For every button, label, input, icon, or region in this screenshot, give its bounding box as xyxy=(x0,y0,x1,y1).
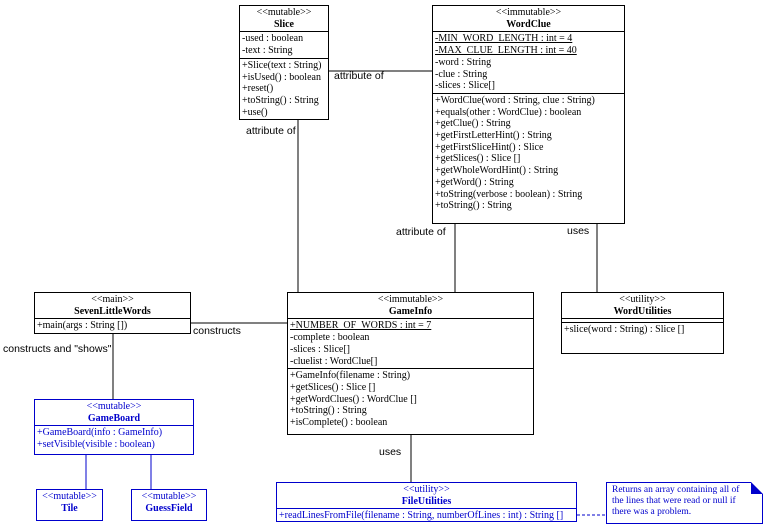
label-wordclue-wordutilities: uses xyxy=(567,225,590,237)
note-readlines[interactable]: Returns an array containing all of the l… xyxy=(606,482,763,524)
operation: +getSlices() : Slice [] xyxy=(290,381,376,393)
operation: +main(args : String []) xyxy=(37,320,128,332)
class-header: <<mutable>> Tile xyxy=(37,490,102,515)
attributes xyxy=(562,318,723,322)
operations: +Slice(text : String) +isUsed() : boolea… xyxy=(240,57,328,119)
attribute: -complete : boolean xyxy=(290,332,370,344)
label-slice-wordclue: attribute of xyxy=(334,70,384,82)
class-tile[interactable]: <<mutable>> Tile xyxy=(36,489,103,521)
label-main-gameboard: constructs and "shows" xyxy=(3,343,112,355)
note-text: Returns an array containing all of the l… xyxy=(612,485,740,517)
class-name: FileUtilities xyxy=(401,495,452,507)
operation: +toString() : String xyxy=(242,94,319,106)
class-header: <<utility>> FileUtilities xyxy=(277,483,576,508)
attribute: +NUMBER_OF_WORDS : int = 7 xyxy=(290,320,432,332)
operation: +toString(verbose : boolean) : String xyxy=(435,188,583,200)
stereotype: <<immutable>> xyxy=(495,7,562,18)
operation: +getWholeWordHint() : String xyxy=(435,165,559,177)
operation: +getClue() : String xyxy=(435,118,511,130)
class-header: <<main>> SevenLittleWords xyxy=(35,293,190,318)
stereotype: <<mutable>> xyxy=(86,401,142,412)
attributes: +NUMBER_OF_WORDS : int = 7 -complete : b… xyxy=(288,318,533,368)
operation: +GameBoard(info : GameInfo) xyxy=(37,427,163,439)
note-fold-icon xyxy=(751,482,763,494)
class-header: <<utility>> WordUtilities xyxy=(562,293,723,318)
attributes: -MIN_WORD_LENGTH : int = 4 -MAX_CLUE_LEN… xyxy=(433,31,624,93)
operation: +slice(word : String) : Slice [] xyxy=(564,324,685,336)
stereotype: <<immutable>> xyxy=(377,294,444,305)
class-fileutilities[interactable]: <<utility>> FileUtilities +readLinesFrom… xyxy=(276,482,577,522)
class-header: <<mutable>> GuessField xyxy=(132,490,206,515)
class-header: <<immutable>> WordClue xyxy=(433,6,624,31)
operation: +GameInfo(filename : String) xyxy=(290,370,411,382)
operation: +readLinesFromFile(filename : String, nu… xyxy=(279,510,564,522)
operations: +GameInfo(filename : String) +getSlices(… xyxy=(288,368,533,430)
attribute: -cluelist : WordClue[] xyxy=(290,355,378,367)
class-name: SevenLittleWords xyxy=(74,305,151,317)
stereotype: <<mutable>> xyxy=(42,491,97,502)
stereotype: <<utility>> xyxy=(619,294,666,305)
label-main-gameinfo: constructs xyxy=(193,325,241,337)
operation: +isUsed() : boolean xyxy=(242,71,321,83)
attribute: -slices : Slice[] xyxy=(290,343,350,355)
operations: +readLinesFromFile(filename : String, nu… xyxy=(277,508,576,522)
operation: +getFirstSliceHint() : Slice xyxy=(435,141,544,153)
attribute: -MAX_CLUE_LENGTH : int = 40 xyxy=(435,45,577,57)
class-sevenlittlewords[interactable]: <<main>> SevenLittleWords +main(args : S… xyxy=(34,292,191,334)
operation: +reset() xyxy=(242,83,274,95)
class-wordclue[interactable]: <<immutable>> WordClue -MIN_WORD_LENGTH … xyxy=(432,5,625,224)
operation: +getWord() : String xyxy=(435,176,514,188)
class-guessfield[interactable]: <<mutable>> GuessField xyxy=(131,489,207,521)
operation: +getWordClues() : WordClue [] xyxy=(290,393,417,405)
operation: +toString() : String xyxy=(435,200,512,212)
class-name: GuessField xyxy=(145,502,193,514)
class-gameinfo[interactable]: <<immutable>> GameInfo +NUMBER_OF_WORDS … xyxy=(287,292,534,435)
stereotype: <<main>> xyxy=(91,294,134,305)
operation: +equals(other : WordClue) : boolean xyxy=(435,106,582,118)
operation: +WordClue(word : String, clue : String) xyxy=(435,94,595,106)
operations: +GameBoard(info : GameInfo) +setVisible(… xyxy=(35,425,193,451)
attribute: -used : boolean xyxy=(242,33,304,45)
stereotype: <<mutable>> xyxy=(256,7,312,18)
attribute: -text : String xyxy=(242,45,293,57)
attribute: -clue : String xyxy=(435,68,488,80)
class-gameboard[interactable]: <<mutable>> GameBoard +GameBoard(info : … xyxy=(34,399,194,455)
operations: +WordClue(word : String, clue : String) … xyxy=(433,92,624,213)
operation: +setVisible(visible : boolean) xyxy=(37,439,155,451)
operation: +getFirstLetterHint() : String xyxy=(435,130,552,142)
class-slice[interactable]: <<mutable>> Slice -used : boolean -text … xyxy=(239,5,329,120)
class-name: WordUtilities xyxy=(613,305,672,317)
operation: +use() xyxy=(242,106,268,118)
label-wordclue-gameinfo: attribute of xyxy=(396,226,446,238)
class-wordutilities[interactable]: <<utility>> WordUtilities +slice(word : … xyxy=(561,292,724,354)
operations: +slice(word : String) : Slice [] xyxy=(562,322,723,337)
label-slice-gameinfo: attribute of xyxy=(246,125,296,137)
class-name: GameBoard xyxy=(87,412,141,424)
attributes: -used : boolean -text : String xyxy=(240,31,328,57)
class-name: GameInfo xyxy=(388,305,433,317)
operation: +getSlices() : Slice [] xyxy=(435,153,521,165)
class-name: Tile xyxy=(61,502,78,514)
attribute: -slices : Slice[] xyxy=(435,80,495,92)
label-gameinfo-fileutilities: uses xyxy=(379,446,402,458)
operation: +isComplete() : boolean xyxy=(290,417,388,429)
class-header: <<mutable>> GameBoard xyxy=(35,400,193,425)
class-name: Slice xyxy=(274,18,294,30)
class-header: <<immutable>> GameInfo xyxy=(288,293,533,318)
attribute: -MIN_WORD_LENGTH : int = 4 xyxy=(435,33,573,45)
class-header: <<mutable>> Slice xyxy=(240,6,328,31)
class-name: WordClue xyxy=(506,18,551,30)
attribute: -word : String xyxy=(435,56,492,68)
stereotype: <<mutable>> xyxy=(141,491,197,502)
operation: +toString() : String xyxy=(290,405,367,417)
operations: +main(args : String []) xyxy=(35,318,190,333)
operation: +Slice(text : String) xyxy=(242,59,322,71)
stereotype: <<utility>> xyxy=(403,484,450,495)
